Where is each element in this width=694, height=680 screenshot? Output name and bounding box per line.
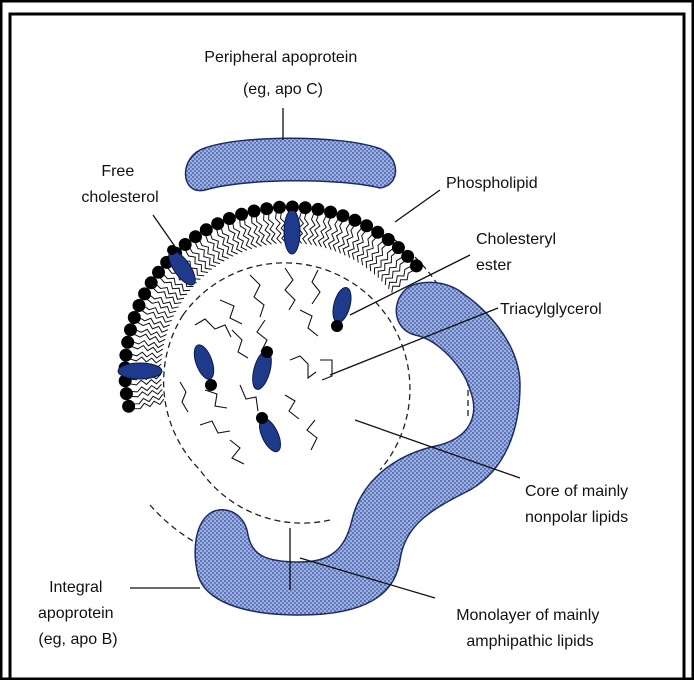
phospholipid-head bbox=[124, 323, 137, 336]
phospholipid-head bbox=[120, 387, 133, 400]
integral-apoprotein-shape bbox=[195, 282, 520, 615]
cholesterol-molecules bbox=[118, 201, 354, 455]
cholesteryl-ester-2 bbox=[190, 342, 217, 391]
phospholipid-head bbox=[119, 349, 132, 362]
phospholipid-head bbox=[200, 223, 213, 236]
label-phospholipid: Phospholipid bbox=[446, 175, 538, 192]
free-chol-line-1: Free bbox=[101, 163, 134, 180]
phospholipid-head bbox=[145, 276, 158, 289]
triacylglycerol-line-1: Triacylglycerol bbox=[500, 301, 602, 318]
label-integral-apoprotein: Integral apoprotein (eg, apo B) bbox=[38, 579, 118, 648]
label-cholesteryl-ester: Cholesteryl ester bbox=[476, 231, 560, 274]
phospholipid-head bbox=[260, 202, 273, 215]
phospholipid-head bbox=[223, 212, 236, 225]
phospholipid-line-1: Phospholipid bbox=[446, 175, 538, 192]
peripheral-line-1: Peripheral apoprotein bbox=[204, 49, 357, 66]
phospholipid-heads bbox=[119, 201, 423, 413]
phospholipid-head bbox=[360, 219, 373, 232]
label-core: Core of mainly nonpolar lipids bbox=[525, 483, 633, 526]
peripheral-apoprotein-shape bbox=[185, 138, 395, 190]
phospholipid-head bbox=[133, 299, 146, 312]
phospholipid-head bbox=[128, 311, 141, 324]
phospholipid-head bbox=[324, 206, 337, 219]
free-cholesterol-3 bbox=[118, 363, 162, 379]
phospholipid-head bbox=[211, 217, 224, 230]
monolayer-line-2: amphipathic lipids bbox=[466, 633, 593, 650]
free-chol-line-2: cholesterol bbox=[81, 189, 158, 206]
phospholipid-head bbox=[336, 209, 349, 222]
phospholipid-head bbox=[138, 287, 151, 300]
label-peripheral-apoprotein: Peripheral apoprotein (eg, apo C) bbox=[204, 49, 361, 98]
cholesteryl-ester-4 bbox=[255, 412, 285, 455]
phospholipid-head bbox=[248, 205, 261, 218]
phospholipid-head bbox=[382, 233, 395, 246]
core-line-2: nonpolar lipids bbox=[525, 509, 628, 526]
label-free-cholesterol: Free cholesterol bbox=[81, 163, 158, 206]
integral-line-2: apoprotein bbox=[38, 605, 114, 622]
cholesteryl-ester-3 bbox=[249, 346, 275, 391]
label-monolayer: Monolayer of mainly amphipathic lipids bbox=[456, 607, 604, 650]
phospholipid-head bbox=[312, 203, 325, 216]
chol-ester-line-2: ester bbox=[476, 257, 512, 274]
core-line-1: Core of mainly bbox=[525, 483, 628, 500]
phospholipid-head bbox=[299, 201, 312, 214]
phospholipid-head bbox=[121, 336, 134, 349]
integral-line-1: Integral bbox=[49, 579, 102, 596]
phospholipid-head bbox=[122, 400, 135, 413]
label-triacylglycerol: Triacylglycerol bbox=[500, 301, 602, 318]
peripheral-line-2: (eg, apo C) bbox=[243, 81, 323, 98]
phospholipid-head bbox=[348, 214, 361, 227]
phospholipid-head bbox=[179, 238, 192, 251]
monolayer-line-1: Monolayer of mainly bbox=[456, 607, 599, 624]
cholesteryl-ester-1 bbox=[330, 286, 355, 332]
integral-line-3: (eg, apo B) bbox=[38, 631, 117, 648]
chol-ester-line-1: Cholesteryl bbox=[476, 231, 556, 248]
phospholipid-head bbox=[273, 201, 286, 214]
phospholipid-head bbox=[371, 226, 384, 239]
phospholipid-head bbox=[410, 259, 423, 272]
phospholipid-head bbox=[189, 230, 202, 243]
phospholipid-head bbox=[235, 208, 248, 221]
